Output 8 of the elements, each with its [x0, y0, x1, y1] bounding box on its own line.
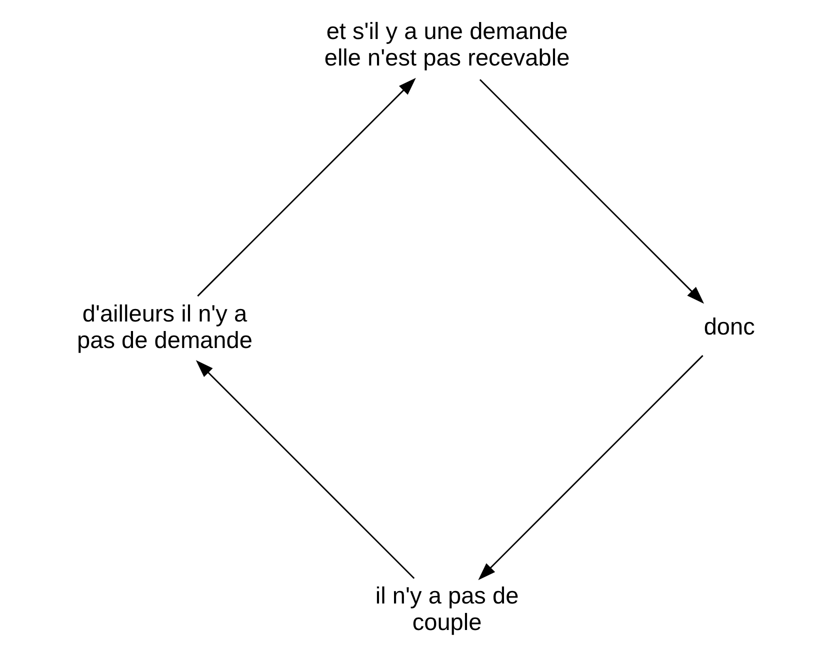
node-text: il n'y a pas de couple [374, 582, 518, 636]
node-text: d'ailleurs il n'y a pas de demande [76, 300, 252, 353]
node-text: et s'il y a une demande elle n'est pas recevable [324, 18, 570, 71]
node-text: donc [703, 314, 754, 340]
arrow [478, 355, 703, 580]
arrow [478, 79, 704, 304]
arrow [195, 360, 414, 579]
arrow [196, 78, 416, 297]
